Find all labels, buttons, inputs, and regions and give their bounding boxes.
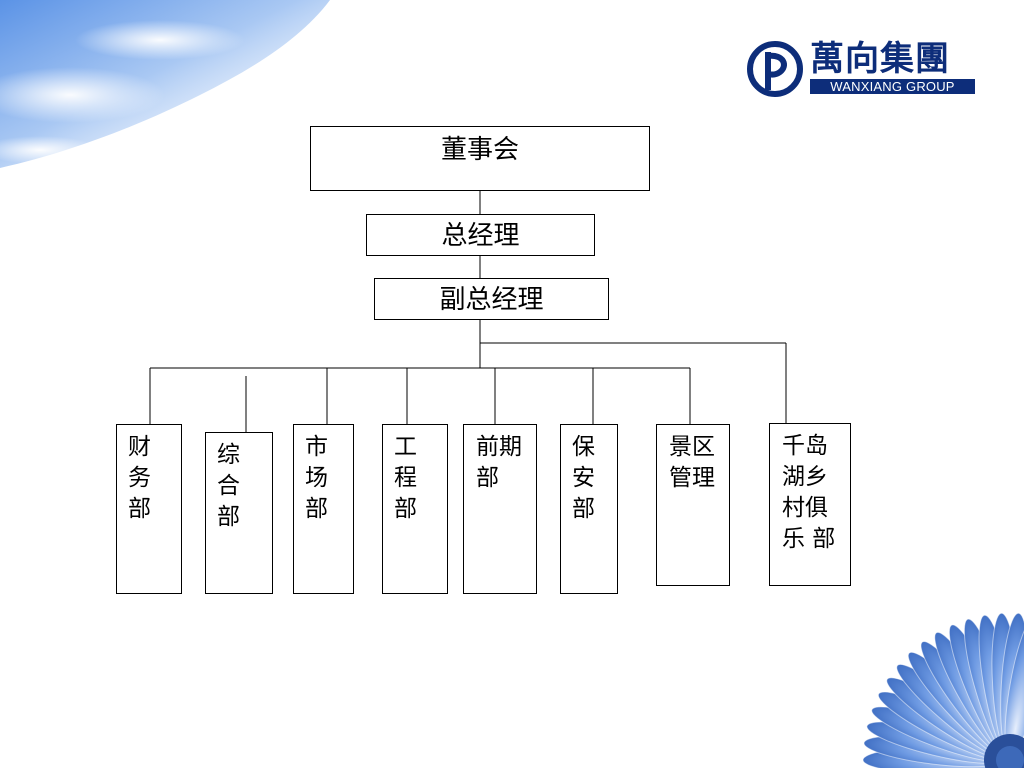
- deputy-general-manager-box: 副总经理: [374, 278, 609, 320]
- flower-decoration: [862, 612, 1024, 768]
- department-label: 工程部: [394, 434, 417, 522]
- department-box-qiandaohu-club: 千岛湖乡村俱乐 部: [769, 423, 851, 586]
- department-box-marketing: 市场部: [293, 424, 354, 594]
- board-label: 董事会: [440, 135, 519, 165]
- deputy-general-manager-label: 副总经理: [439, 285, 544, 315]
- department-label: 千岛湖乡村俱乐 部: [782, 433, 836, 552]
- wanxiang-logo-icon: [747, 41, 803, 97]
- board-box: 董事会: [310, 126, 650, 191]
- department-label: 市场部: [305, 434, 328, 522]
- department-label: 前期部: [476, 434, 522, 491]
- department-box-finance: 财务部: [116, 424, 182, 594]
- department-box-general-affairs: 综合部: [205, 432, 273, 594]
- department-label: 景区管理: [669, 434, 715, 491]
- logo-name-cn: 萬向集團: [810, 40, 950, 78]
- general-manager-box: 总经理: [366, 214, 595, 256]
- wanxiang-logo: 萬向集團 WANXIANG GROUP: [746, 40, 976, 98]
- department-label: 财务部: [128, 434, 151, 522]
- department-label: 保安部: [572, 434, 595, 522]
- logo-name-en: WANXIANG GROUP: [810, 79, 975, 94]
- department-box-engineering: 工程部: [382, 424, 448, 594]
- department-box-security: 保安部: [560, 424, 618, 594]
- department-label: 综合部: [217, 442, 240, 530]
- department-box-scenic-management: 景区管理: [656, 424, 730, 586]
- department-box-planning: 前期部: [463, 424, 537, 594]
- general-manager-label: 总经理: [441, 221, 520, 251]
- connector-lines: [149, 190, 787, 432]
- sky-decoration: [0, 0, 330, 168]
